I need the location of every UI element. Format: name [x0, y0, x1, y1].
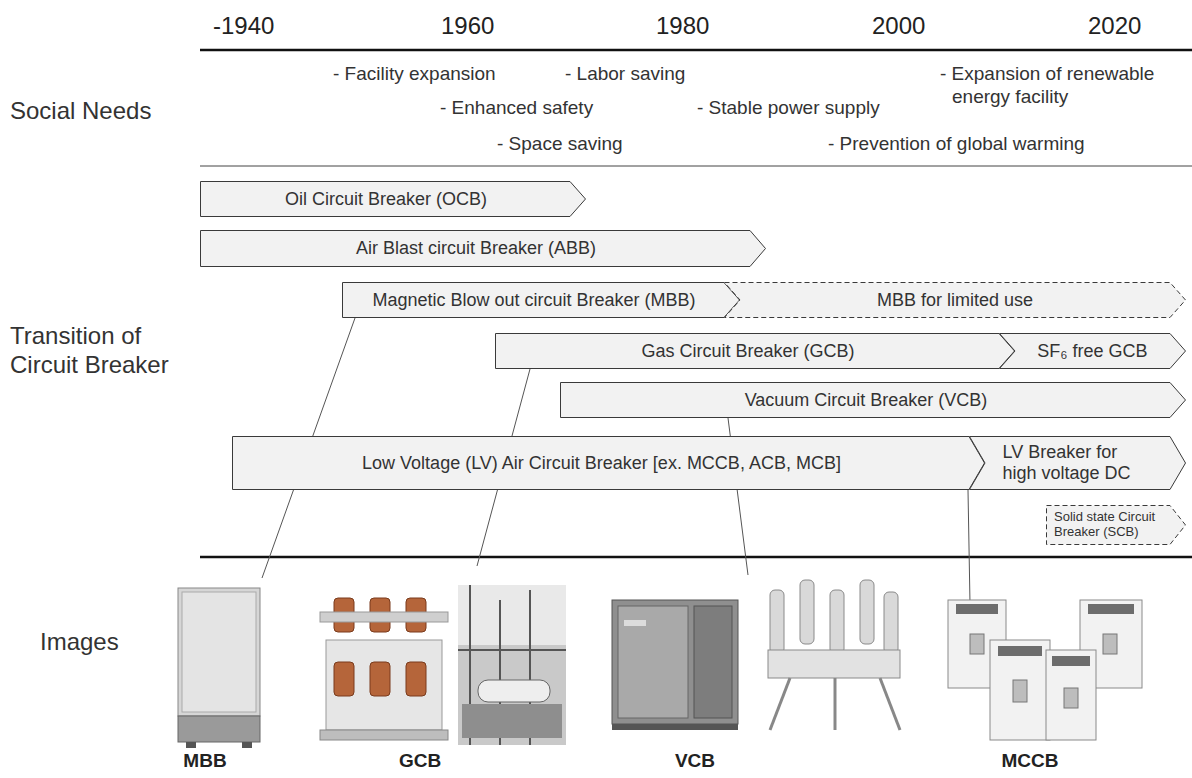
bar-label: Solid state Circuit Breaker (SCB) [1054, 510, 1164, 540]
row-heading: Images [40, 628, 119, 657]
arrow-bar: Oil Circuit Breaker (OCB) [200, 181, 586, 217]
image-caption: VCB [675, 750, 715, 773]
year-label: 1980 [656, 12, 709, 41]
social-need: - Space saving [497, 133, 623, 156]
social-need: - Stable power supply [697, 97, 880, 120]
year-label: -1940 [213, 12, 274, 41]
bar-label: Magnetic Blow out circuit Breaker (MBB) [372, 290, 695, 311]
bar-label: Air Blast circuit Breaker (ABB) [356, 238, 596, 259]
row-heading: Transition of Circuit Breaker [10, 322, 210, 380]
arrow-outline [1000, 334, 1186, 369]
arrow-bar: Magnetic Blow out circuit Breaker (MBB) [342, 282, 740, 318]
social-need: - Expansion of renewable energy facility [940, 63, 1180, 109]
row-heading: Social Needs [10, 97, 151, 126]
dashed-arrow-bar: MBB for limited use [724, 282, 1186, 318]
arrow-outline [725, 283, 1186, 318]
arrow-outline [233, 437, 985, 490]
bar-label: Low Voltage (LV) Air Circuit Breaker [ex… [362, 453, 841, 474]
social-need: - Enhanced safety [440, 97, 593, 120]
bar-label: Gas Circuit Breaker (GCB) [641, 341, 854, 362]
social-need: - Prevention of global warming [828, 133, 1085, 156]
arrow-bar: SF₆ free GCB [999, 333, 1186, 369]
arrow-outline [561, 383, 1186, 418]
bar-label: MBB for limited use [877, 290, 1033, 311]
arrow-bar: Air Blast circuit Breaker (ABB) [200, 230, 766, 267]
year-label: 1960 [441, 12, 494, 41]
year-label: 2020 [1088, 12, 1141, 41]
social-need: - Facility expansion [333, 63, 496, 86]
arrow-outline [201, 231, 766, 267]
dashed-arrow-bar: Solid state Circuit Breaker (SCB) [1046, 505, 1186, 545]
social-need: - Labor saving [565, 63, 685, 86]
year-label: 2000 [872, 12, 925, 41]
bar-label: SF₆ free GCB [1037, 341, 1147, 362]
bar-label: LV Breaker for high voltage DC [1003, 442, 1153, 483]
image-caption: MBB [183, 750, 226, 773]
image-caption: GCB [399, 750, 441, 773]
arrow-bar: Vacuum Circuit Breaker (VCB) [560, 382, 1186, 418]
arrow-bar: Gas Circuit Breaker (GCB) [495, 333, 1015, 369]
arrow-outline [343, 283, 740, 318]
arrow-outline [970, 437, 1186, 490]
arrow-bar: Low Voltage (LV) Air Circuit Breaker [ex… [232, 436, 985, 490]
bar-label: Vacuum Circuit Breaker (VCB) [745, 390, 988, 411]
arrow-outline [496, 334, 1015, 369]
image-caption: MCCB [1002, 750, 1059, 773]
arrow-bar: LV Breaker for high voltage DC [969, 436, 1186, 490]
arrow-outline [201, 182, 586, 217]
bar-label: Oil Circuit Breaker (OCB) [285, 189, 487, 210]
arrow-outline [1047, 506, 1186, 545]
